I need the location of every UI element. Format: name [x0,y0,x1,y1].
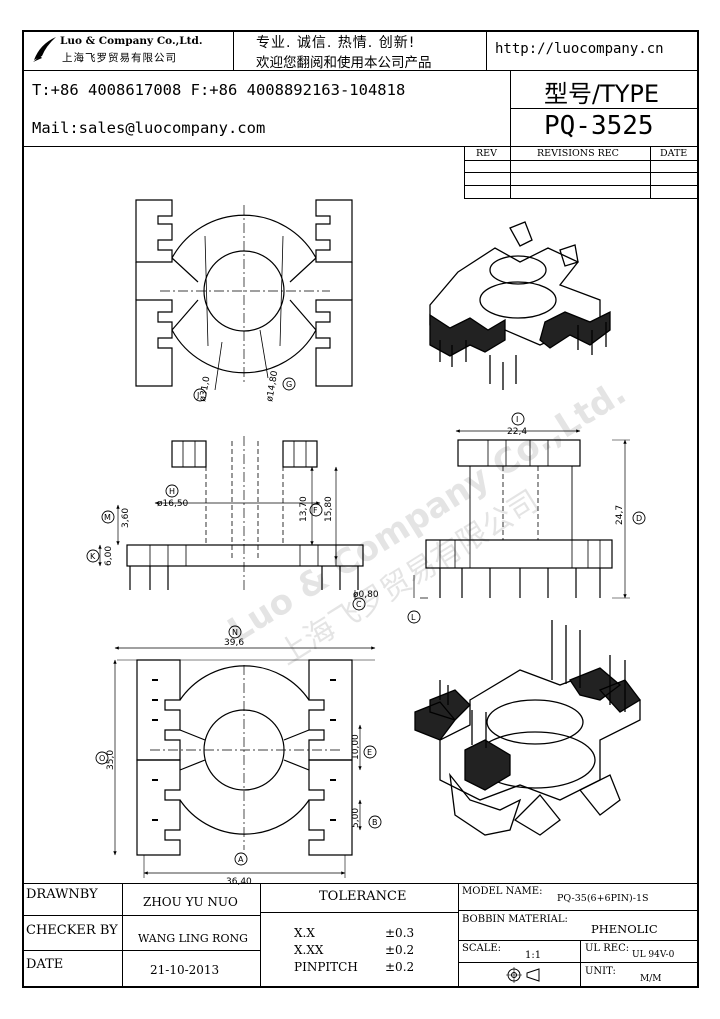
slogan-line-1: 专业. 诚信. 热情. 创新! [256,35,416,51]
model-label: MODEL NAME: [462,886,543,897]
date-value: 21-10-2013 [150,963,220,977]
bobbin-front-view [98,436,364,600]
watermark: Luo & Company Co.,Ltd. 上海飞罗贸易有限公司 [221,373,633,673]
watermark-text-en: Luo & Company Co.,Ltd. [221,373,633,651]
label-O: O [99,754,105,763]
scale-label: SCALE: [462,943,502,954]
type-label: 型号/TYPE [544,80,660,108]
model-value: PQ-35(6+6PIN)-1S [557,893,649,904]
company-name-cn: 上海飞罗贸易有限公司 [62,52,177,64]
label-J: J [196,391,199,400]
bobbin-top-view [135,199,353,391]
ulrec-label: UL REC: [585,943,630,954]
label-N: N [232,628,238,637]
type-value: PQ-3525 [544,111,654,141]
company-name-en: Luo & Company Co.,Ltd. [60,35,203,47]
dim-15: 15,80 [324,496,334,522]
tol-xxx-label: X.XX [294,943,324,957]
bobbin-value: PHENOLIC [591,922,658,936]
date-header: DATE [660,148,688,159]
label-M: M [104,513,111,522]
dim-6: 6,00 [104,546,114,566]
pinpitch-value: ±0.2 [385,960,415,974]
dim-39: 39,6 [224,638,244,648]
unit-value: M/M [640,974,662,984]
drawnby-value: ZHOU YU NUO [143,895,238,909]
tol-xxx-value: ±0.2 [385,943,415,957]
dim-dia16: ø16,50 [157,499,189,509]
slogan-line-2: 欢迎您翻阅和使用本公司产品 [256,55,432,71]
dim-dia31: ø31,0 [198,375,212,402]
label-G: G [286,380,292,389]
dim-22: 22,4 [507,427,527,437]
tolerance-label: TOLERANCE [319,889,407,904]
dim-10: 10,00 [351,734,361,760]
ulrec-value: UL 94V-0 [632,950,675,960]
mail-text[interactable]: Mail:sales@luocompany.com [32,119,266,137]
bobbin-isometric-top [429,221,611,390]
label-K: K [90,552,96,561]
dim-dia08: ø0,80 [353,590,379,600]
phone-fax-text: T:+86 4008617008 F:+86 4008892163-104818 [32,81,406,99]
dim-36: 36,40 [226,877,252,887]
projection-symbol-icon [506,967,540,983]
checker-value: WANG LING RONG [138,932,248,945]
bobbin-side-view [413,429,630,599]
tol-xx-label: X.X [294,926,315,940]
label-B: B [372,818,378,827]
revisions-rec-header: REVISIONS REC [537,148,619,159]
dim-35: 35,0 [106,750,116,770]
bobbin-bottom-view [113,646,376,878]
label-D: D [636,514,642,523]
label-A: A [238,855,244,864]
dim-24: 24,7 [615,505,625,525]
dim-5: 5,00 [351,808,361,828]
dim-3: 3,60 [121,508,131,528]
label-I: I [516,415,518,424]
rev-header: REV [476,148,497,159]
label-L: L [411,613,416,622]
checker-label: CHECKER BY [26,923,118,938]
date-label: DATE [26,957,64,972]
website-link[interactable]: http://luocompany.cn [495,41,664,57]
company-logo-icon [33,37,56,62]
label-C: C [356,600,362,609]
drawing-frame [22,30,699,988]
label-F: F [313,506,318,515]
bobbin-label: BOBBIN MATERIAL: [462,914,568,925]
unit-label: UNIT: [585,966,616,977]
bobbin-isometric-bottom [414,620,641,836]
drawnby-label: DRAWNBY [26,887,98,902]
tol-xx-value: ±0.3 [385,926,415,940]
scale-value: 1:1 [525,950,542,961]
pinpitch-label: PINPITCH [294,960,358,974]
dim-13: 13,70 [299,496,309,522]
label-H: H [169,487,175,496]
label-E: E [367,748,372,757]
